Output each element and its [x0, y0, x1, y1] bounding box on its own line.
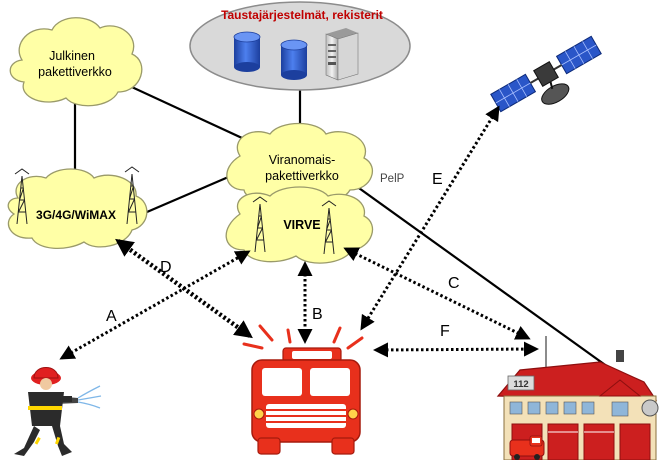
link-d	[115, 238, 253, 339]
solar-panel	[490, 73, 537, 113]
authority-network-cloud: Viranomais- pakettiverkko	[226, 122, 374, 204]
siren-rays	[242, 324, 364, 350]
public-network-label-2: pakettiverkko	[38, 65, 112, 79]
tower-icon	[14, 168, 30, 225]
label-d: D	[160, 259, 172, 276]
database-icon	[233, 31, 261, 72]
small-fire-truck-icon	[509, 435, 545, 460]
label-e: E	[432, 171, 443, 188]
link-pelp-to-station	[344, 177, 616, 373]
label-a: A	[106, 308, 117, 325]
solar-panel	[555, 35, 602, 75]
label-pelp: PelP	[380, 173, 405, 185]
virve-label: VIRVE	[283, 218, 320, 232]
server-icon	[325, 28, 359, 81]
public-network-cloud: Julkinen pakettiverkko	[9, 17, 143, 107]
database-icon	[280, 39, 308, 80]
backend-label: Taustajärjestelmät, rekisterit	[221, 8, 383, 22]
public-network-label-1: Julkinen	[49, 49, 95, 63]
fire-station-icon: 112	[496, 336, 659, 460]
water-spray	[77, 385, 102, 409]
tower-icon	[124, 166, 140, 225]
link-labels: PelP A B C D E F	[106, 171, 460, 340]
mobile-network-cloud: 3G/4G/WiMAX	[7, 168, 148, 249]
label-f: F	[440, 323, 450, 340]
fire-truck-icon	[242, 324, 364, 455]
authority-network-label-2: pakettiverkko	[265, 169, 339, 183]
backend-systems: Taustajärjestelmät, rekisterit	[189, 1, 411, 91]
authority-network-label-1: Viranomais-	[269, 153, 335, 167]
dotted-links	[59, 105, 539, 360]
link-c	[343, 247, 531, 340]
tower-icon	[321, 200, 337, 255]
label-b: B	[312, 306, 323, 323]
station-sign-label: 112	[513, 379, 528, 390]
satellite-icon	[490, 35, 602, 113]
firefighter-icon	[14, 367, 102, 456]
link-f	[373, 341, 539, 358]
mobile-network-label: 3G/4G/WiMAX	[36, 208, 116, 222]
link-authority-to-mobile	[139, 170, 241, 217]
label-c: C	[448, 275, 460, 292]
tower-icon	[252, 196, 268, 253]
link-e	[360, 105, 500, 331]
